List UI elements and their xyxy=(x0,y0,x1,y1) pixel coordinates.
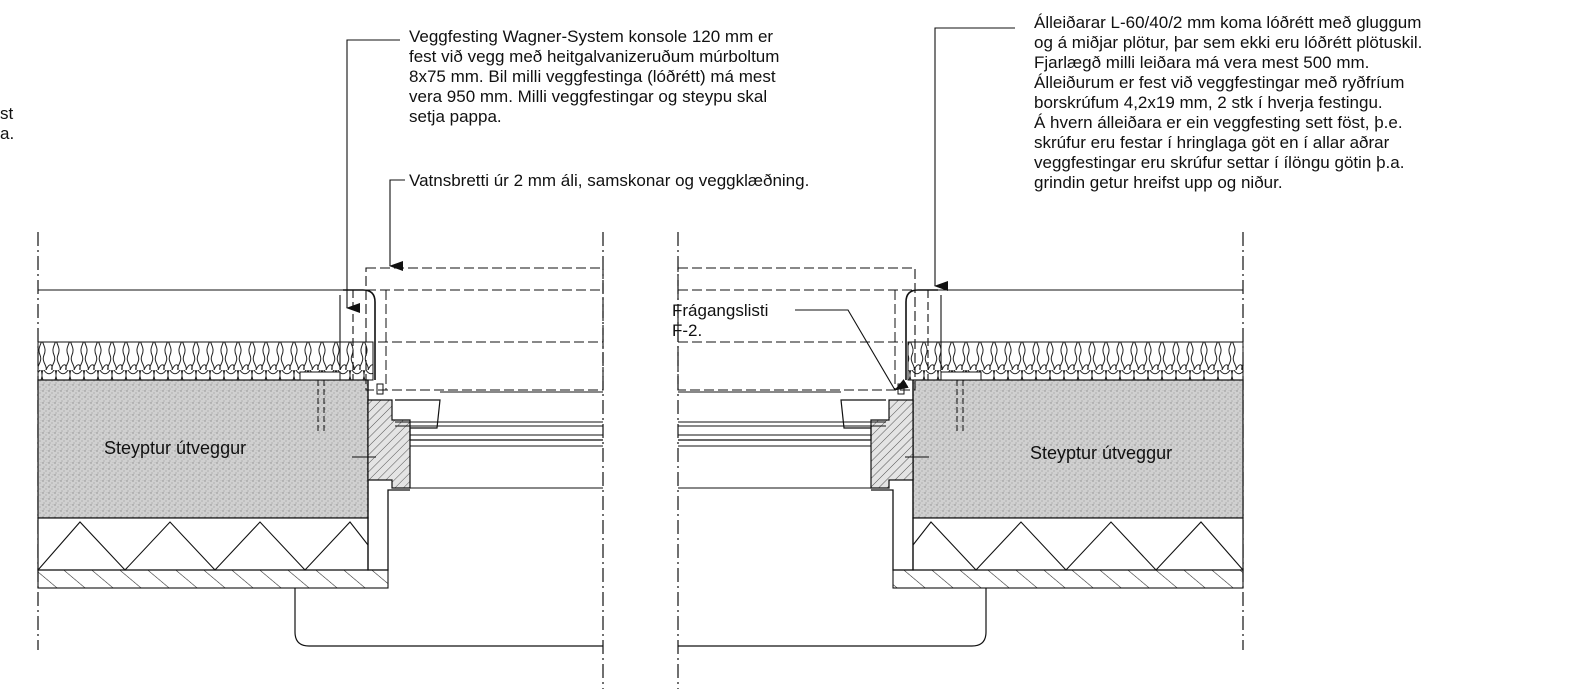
wall-bracket-right xyxy=(905,289,938,380)
note-trim-line2: F-2. xyxy=(672,321,703,340)
note-wall-bracket: Veggfesting Wagner-System konsole 120 mm… xyxy=(409,27,780,126)
lining-left xyxy=(37,569,389,589)
timber-layer-left xyxy=(37,517,369,571)
leader-trim xyxy=(795,309,909,391)
note-flashing: Vatnsbretti úr 2 mm áli, samskonar og ve… xyxy=(409,171,810,190)
cut-off-text-line1: st xyxy=(0,104,14,123)
wall-label-right: Steyptur útveggur xyxy=(1030,443,1173,463)
flashing-outline-left xyxy=(365,267,604,391)
window-frame-left xyxy=(367,399,411,489)
note-trim-line1: Frágangslisti xyxy=(672,301,769,320)
right-section xyxy=(677,232,1244,689)
window-frame-right xyxy=(870,399,914,489)
lining-right xyxy=(892,569,1244,589)
timber-layer-right xyxy=(912,517,1244,571)
glass-left xyxy=(395,399,603,441)
concrete-wall-left xyxy=(37,379,369,519)
glass-right xyxy=(678,399,886,441)
flashing-outline-right xyxy=(677,267,916,391)
leader-rails xyxy=(934,27,1015,291)
wall-bracket-left xyxy=(343,289,376,380)
note-rails: Álleiðarar L-60/40/2 mm koma lóðrétt með… xyxy=(1034,13,1423,192)
wall-label-left: Steyptur útveggur xyxy=(104,438,247,458)
cut-off-text-line2: a. xyxy=(0,124,15,143)
leader-flashing xyxy=(389,179,405,271)
leader-wall-bracket xyxy=(346,39,400,313)
left-section xyxy=(37,232,604,689)
